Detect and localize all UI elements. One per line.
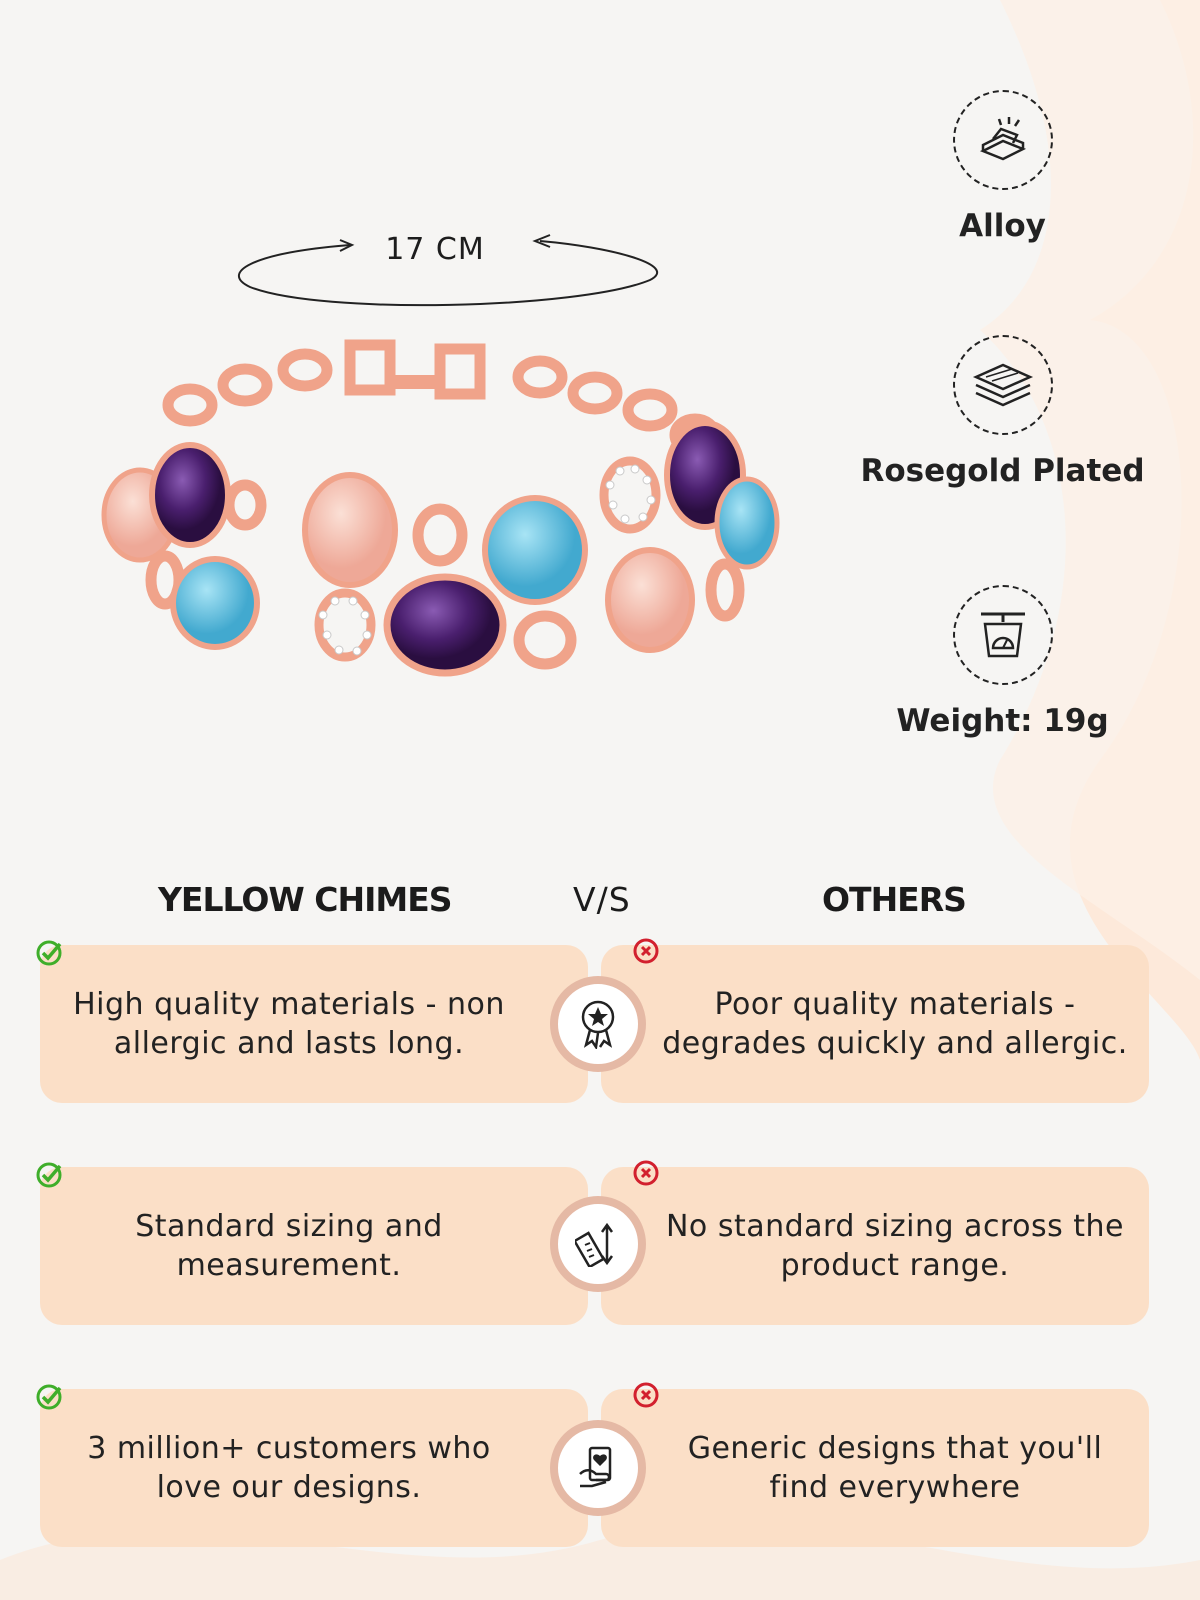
vs-heading: V/S [573,880,631,919]
brand-point-text: High quality materials - non allergic an… [73,987,505,1061]
brand-point: Standard sizing and measurement. [40,1167,588,1325]
others-point-text: No standard sizing across the product ra… [665,1209,1124,1283]
ruler-measure-icon [575,1222,614,1267]
others-point-text: Poor quality materials - degrades quickl… [662,987,1128,1061]
customer-love-icon [579,1446,612,1488]
brand-point: High quality materials - non allergic an… [40,945,588,1103]
others-point-text: Generic designs that you'll find everywh… [687,1431,1103,1505]
comparison-icon-ring [550,1420,646,1516]
others-point: Poor quality materials - degrades quickl… [601,945,1149,1103]
weighing-scale-icon [952,585,1053,685]
feature-label: Alloy [959,208,1046,244]
layers-icon [952,335,1053,435]
gold-bar-icon [952,90,1053,190]
feature-label: Weight: 19g [896,703,1109,739]
check-icon [36,1384,62,1410]
others-point: No standard sizing across the product ra… [601,1167,1149,1325]
bracelet-image [101,339,780,677]
feature-material: Alloy [860,90,1145,244]
brand-heading: YELLOW CHIMES [158,880,453,919]
others-heading: OTHERS [822,880,967,919]
check-icon [36,1162,62,1188]
brand-point-text: 3 million+ customers who love our design… [87,1431,491,1505]
measurement-loop [238,234,659,307]
bracelet-length: 17 CM [385,232,485,267]
feature-plating: Rosegold Plated [860,335,1145,489]
others-point: Generic designs that you'll find everywh… [601,1389,1149,1547]
quality-badge-icon [581,1000,615,1049]
feature-weight: Weight: 19g [860,585,1145,739]
cross-icon [633,1160,659,1186]
feature-label: Rosegold Plated [860,453,1145,489]
cross-icon [633,938,659,964]
cross-icon [633,1382,659,1408]
brand-point: 3 million+ customers who love our design… [40,1389,588,1547]
brand-point-text: Standard sizing and measurement. [135,1209,443,1283]
check-icon [36,940,62,966]
comparison-icon-ring [550,976,646,1072]
comparison-icon-ring [550,1196,646,1292]
